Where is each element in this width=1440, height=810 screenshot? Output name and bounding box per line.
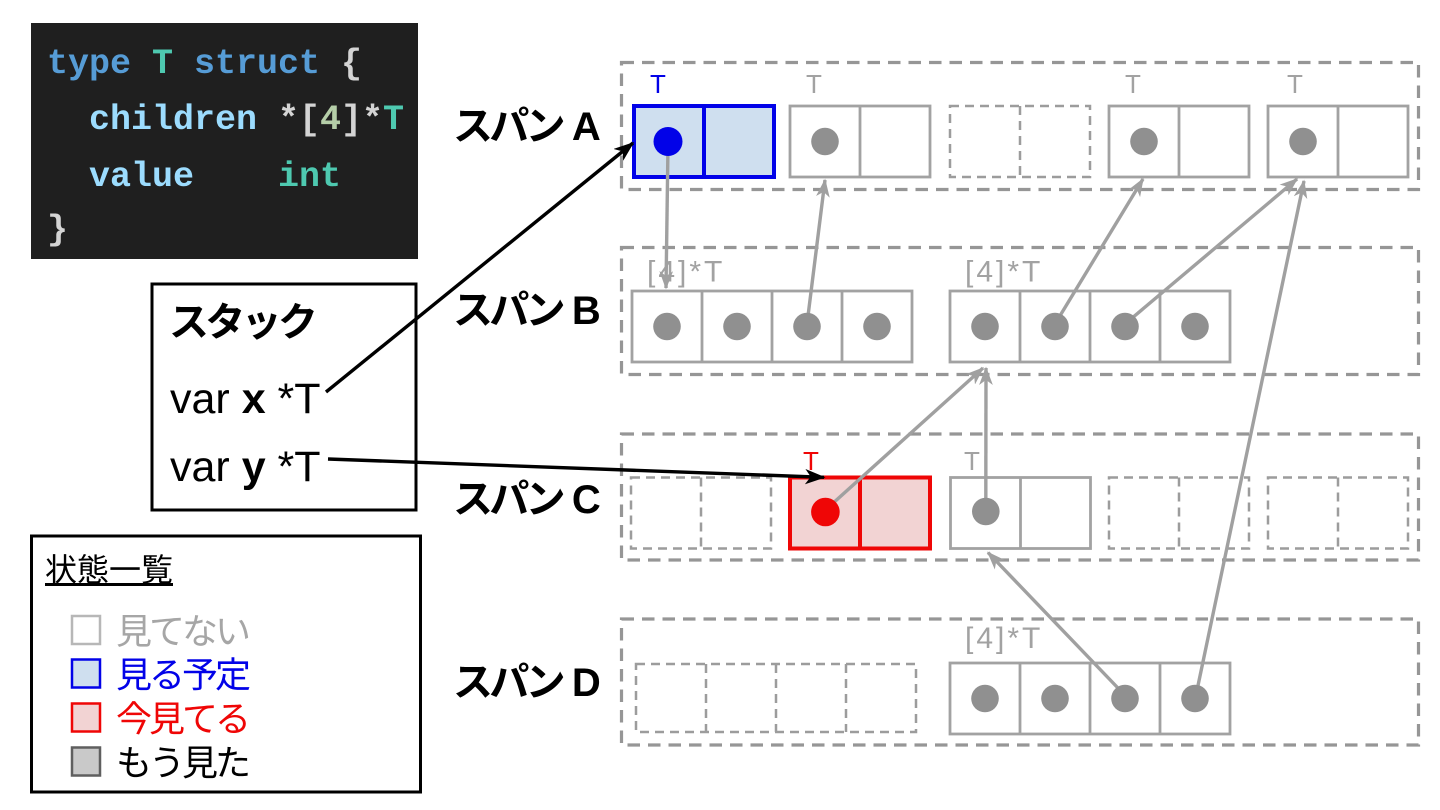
svg-text:C: C bbox=[572, 478, 601, 522]
svg-text:int: int bbox=[278, 157, 341, 197]
svg-text:T: T bbox=[1287, 69, 1303, 99]
svg-text:A: A bbox=[572, 105, 601, 149]
svg-text:{: { bbox=[341, 44, 362, 84]
svg-text:T: T bbox=[1125, 69, 1141, 99]
svg-text:T: T bbox=[803, 446, 819, 476]
svg-text:T: T bbox=[650, 69, 666, 99]
svg-text:B: B bbox=[572, 289, 601, 333]
svg-text:}: } bbox=[47, 210, 68, 250]
svg-text:var y *T: var y *T bbox=[170, 443, 321, 491]
svg-text:T: T bbox=[806, 69, 822, 99]
svg-text:[4]*T: [4]*T bbox=[965, 256, 1043, 289]
svg-text:*[: *[ bbox=[278, 100, 320, 140]
svg-text:T: T bbox=[383, 100, 404, 140]
svg-text:D: D bbox=[572, 661, 601, 705]
svg-text:value: value bbox=[89, 157, 194, 197]
svg-text:type: type bbox=[47, 44, 131, 84]
svg-text:T: T bbox=[964, 446, 980, 476]
svg-text:4: 4 bbox=[320, 100, 341, 140]
svg-text:]*: ]* bbox=[341, 100, 383, 140]
svg-text:children: children bbox=[89, 100, 257, 140]
svg-text:var x *T: var x *T bbox=[170, 375, 321, 423]
svg-text:[4]*T: [4]*T bbox=[647, 256, 725, 289]
svg-text:struct: struct bbox=[194, 44, 320, 84]
svg-text:[4]*T: [4]*T bbox=[965, 622, 1043, 655]
svg-text:T: T bbox=[152, 44, 173, 84]
